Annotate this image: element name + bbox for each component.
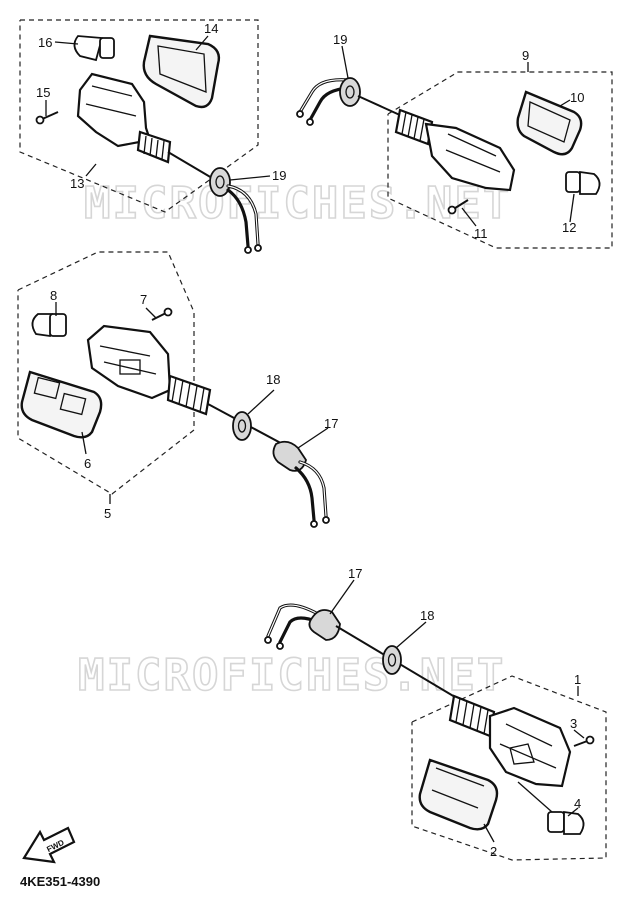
callout-19-left: 19: [272, 168, 286, 183]
callout-18-bottom: 18: [420, 608, 434, 623]
bulb-16: [73, 35, 115, 62]
screw-3: [573, 735, 595, 747]
assembly-1: 17 18 1 3 4 2: [264, 566, 607, 861]
bulb-4: [547, 810, 585, 835]
grommet-18-mid: [232, 411, 252, 441]
callout-12: 12: [562, 220, 576, 235]
boot-17-mid: [272, 440, 307, 472]
callout-7: 7: [140, 292, 147, 307]
callout-9: 9: [522, 48, 529, 63]
callout-13: 13: [70, 176, 84, 191]
assembly-13-boundary: [19, 19, 259, 213]
callout-2: 2: [490, 844, 497, 859]
callout-8: 8: [50, 288, 57, 303]
grommet-19-left: [209, 167, 231, 197]
callout-11: 11: [474, 226, 488, 241]
callout-5: 5: [104, 506, 111, 521]
bulb-12: [565, 170, 601, 195]
callout-19-right: 19: [333, 32, 347, 47]
bulb-8: [31, 313, 67, 338]
callout-17-mid: 17: [324, 416, 338, 431]
callout-1: 1: [574, 672, 581, 687]
callout-17-bottom: 17: [348, 566, 362, 581]
screw-7: [151, 307, 173, 321]
drawing-code: 4KE351-4390: [20, 874, 100, 889]
callout-6: 6: [84, 456, 91, 471]
housing-1: [488, 706, 572, 788]
forward-direction-arrow: FWD: [22, 826, 76, 864]
assembly-5: 8 7 6 5 18 17: [17, 251, 338, 528]
grommet-18-bottom: [382, 645, 402, 675]
callout-3: 3: [570, 716, 577, 731]
boot-17-bottom: [308, 609, 341, 641]
assembly-9-boundary: [387, 71, 613, 249]
callout-14: 14: [204, 21, 218, 36]
assembly-13: 16 14 15 13 19: [19, 19, 286, 254]
callout-15: 15: [36, 85, 50, 100]
callout-10: 10: [570, 90, 584, 105]
housing-9: [424, 122, 516, 192]
assembly-5-boundary: [17, 251, 195, 495]
watermark-bottom: MICROFICHES.NET: [78, 650, 505, 701]
housing-5: [86, 324, 172, 400]
callout-4: 4: [574, 796, 581, 811]
lens-2: [418, 758, 499, 831]
watermark-top: MICROFICHES.NET: [84, 178, 511, 229]
assembly-1-boundary: [411, 675, 607, 861]
assembly-9: 19 9 10 11 12: [296, 32, 613, 249]
callout-16: 16: [38, 35, 52, 50]
screw-15: [35, 111, 59, 125]
lens-14: [142, 34, 221, 109]
callout-18-mid: 18: [266, 372, 280, 387]
screw-11: [447, 199, 469, 215]
grommet-19-right: [339, 77, 361, 107]
